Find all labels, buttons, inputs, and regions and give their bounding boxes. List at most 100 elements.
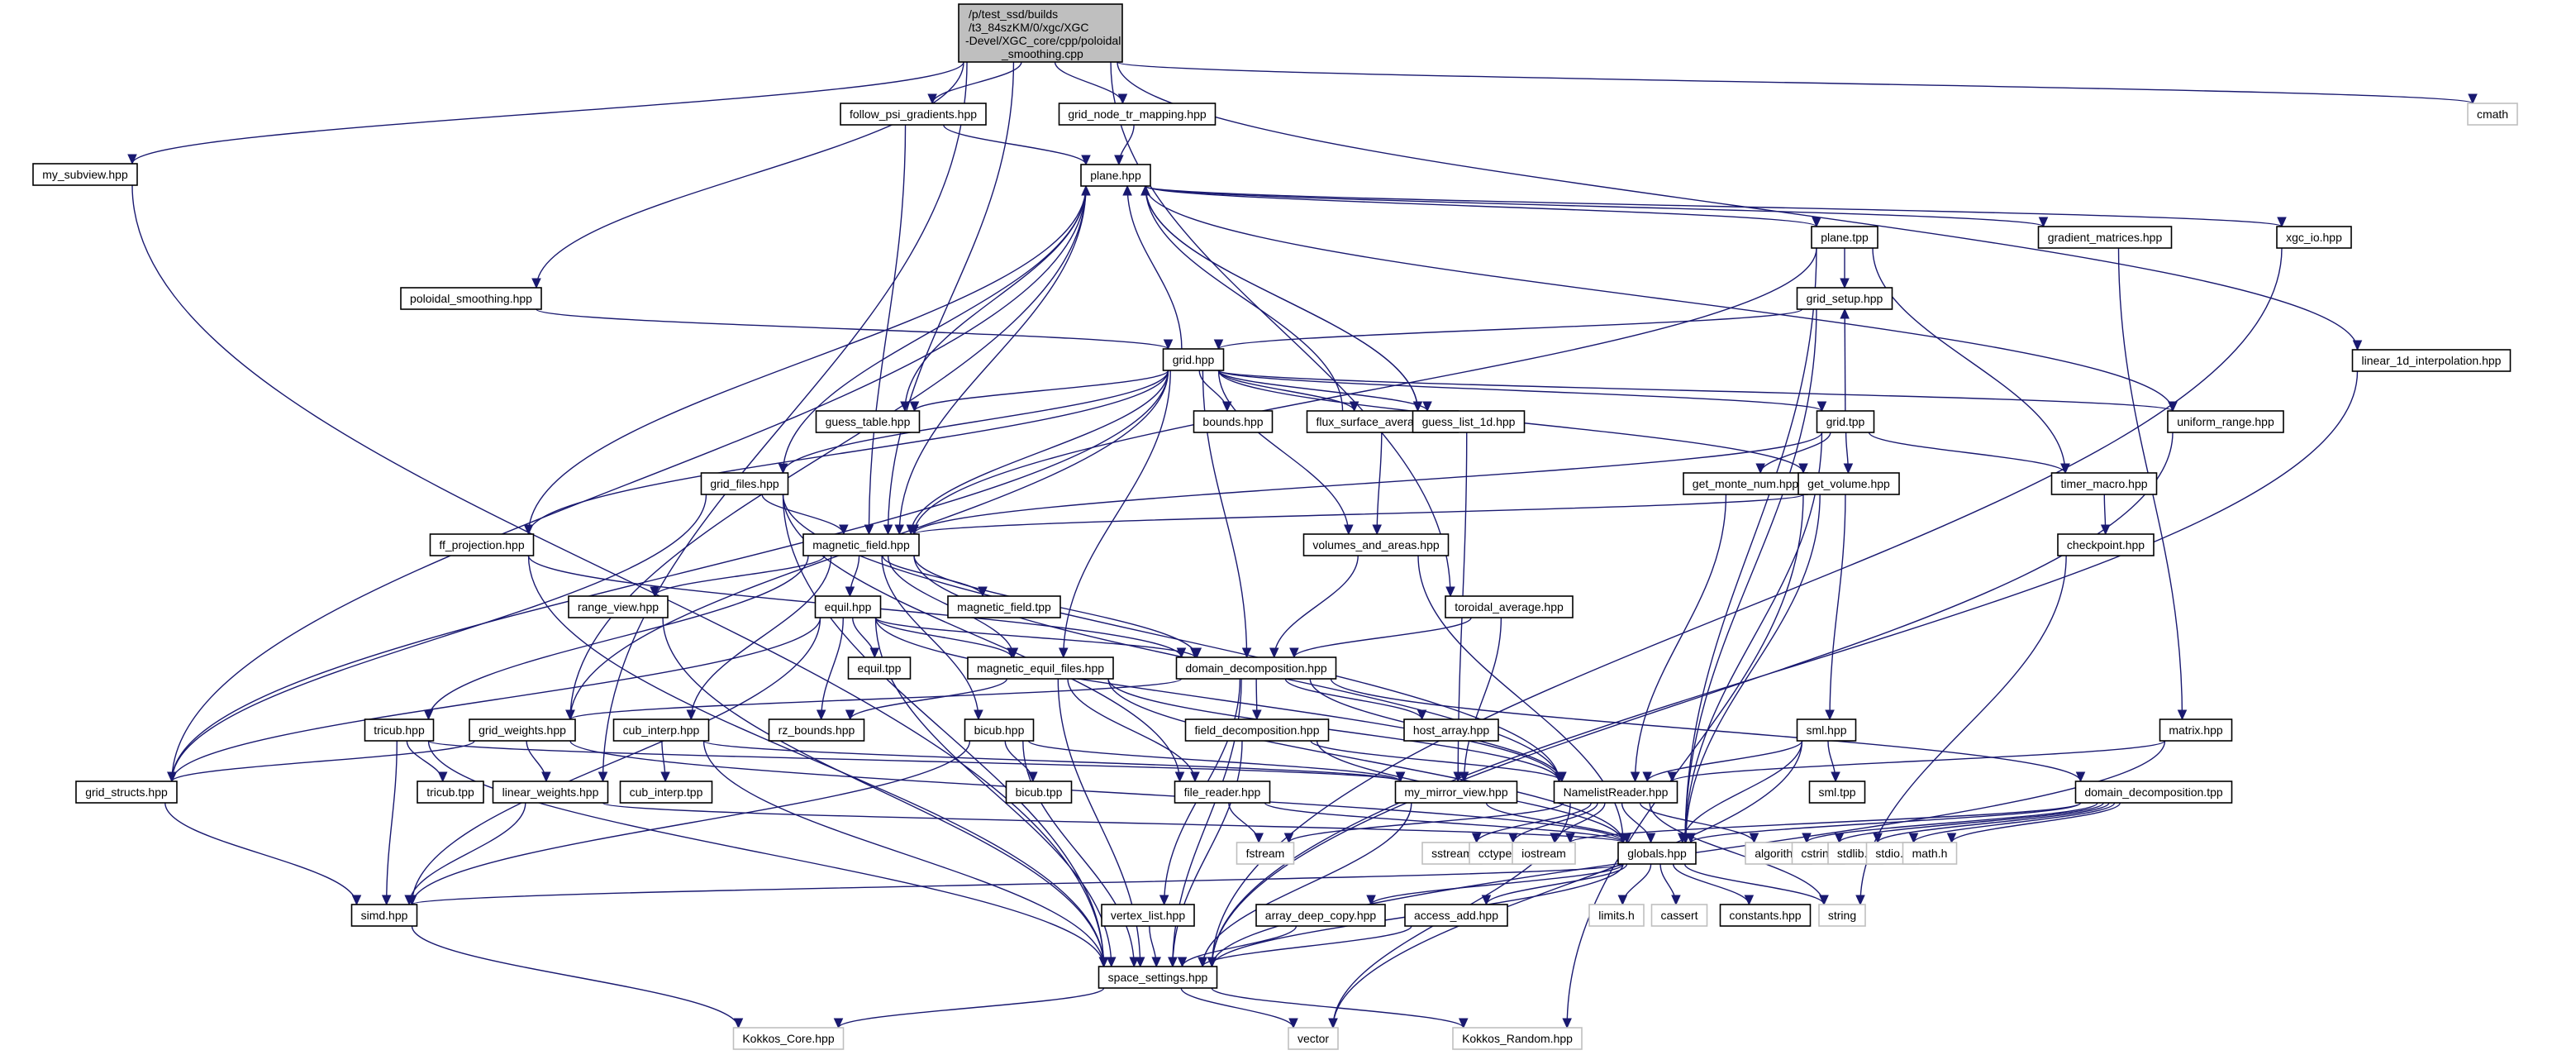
node-matrix-hpp[interactable]: matrix.hpp <box>2159 718 2233 742</box>
arrowhead-icon <box>1168 957 1178 968</box>
arrowhead-icon <box>1686 833 1696 844</box>
arrowhead-icon <box>839 524 849 536</box>
node-grid-weights[interactable]: grid_weights.hpp <box>469 718 576 742</box>
node-box <box>1796 287 1893 310</box>
node-label: grid_files.hpp <box>710 477 779 490</box>
node-guess-table[interactable]: guess_table.hpp <box>815 410 921 433</box>
node-label: magnetic_field.tpp <box>957 600 1051 613</box>
node-cmath[interactable]: cmath <box>2467 103 2518 126</box>
edge-grid-files-to-grid-structs <box>171 494 707 782</box>
node-magnetic-field-tpp[interactable]: magnetic_field.tpp <box>947 595 1061 618</box>
node-iostream[interactable]: iostream <box>1512 842 1576 865</box>
node-linear-weights[interactable]: linear_weights.hpp <box>492 781 609 804</box>
node-math-h[interactable]: math.h <box>1902 842 1958 865</box>
node-grid-hpp[interactable]: grid.hpp <box>1162 348 1225 371</box>
node-tricub-hpp[interactable]: tricub.hpp <box>364 718 435 742</box>
arrowhead-icon <box>1840 278 1850 289</box>
node-grid-structs[interactable]: grid_structs.hpp <box>75 781 178 804</box>
node-tricub-tpp[interactable]: tricub.tpp <box>417 781 484 804</box>
node-grid-setup[interactable]: grid_setup.hpp <box>1796 287 1893 310</box>
node-access-add[interactable]: access_add.hpp <box>1404 904 1508 927</box>
node-checkpoint[interactable]: checkpoint.hpp <box>2057 533 2155 556</box>
edge-get-volume-to-kokkos-random <box>1566 494 1804 1029</box>
node-guess-list-1d[interactable]: guess_list_1d.hpp <box>1412 410 1526 433</box>
arrowhead-icon <box>1445 586 1455 598</box>
node-toroidal-average[interactable]: toroidal_average.hpp <box>1445 595 1574 618</box>
arrowhead-icon <box>1269 647 1279 659</box>
arrowhead-icon <box>909 401 920 413</box>
node-volumes-and-areas[interactable]: volumes_and_areas.hpp <box>1302 533 1450 556</box>
node-globals[interactable]: globals.hpp <box>1617 842 1697 865</box>
node-domain-decomposition-tpp[interactable]: domain_decomposition.tpp <box>2074 781 2233 804</box>
node-gradient-matrices[interactable]: gradient_matrices.hpp <box>2037 226 2173 249</box>
arrowhead-icon <box>1328 1018 1338 1029</box>
node-limits-h[interactable]: limits.h <box>1588 904 1645 927</box>
edge-magnetic-equil-files-to-rz-bounds <box>849 678 1008 720</box>
node-grid-tpp[interactable]: grid.tpp <box>1816 410 1875 433</box>
node-box <box>1588 904 1645 927</box>
node-fstream[interactable]: fstream <box>1236 842 1295 865</box>
node-box <box>1162 348 1225 371</box>
node-label: sml.tpp <box>1818 785 1855 799</box>
node-sml-hpp[interactable]: sml.hpp <box>1796 718 1857 742</box>
node-rz-bounds[interactable]: rz_bounds.hpp <box>768 718 865 742</box>
node-xgc-io[interactable]: xgc_io.hpp <box>2276 226 2352 249</box>
edge-flux-surface-to-volumes-and-areas <box>1376 432 1383 535</box>
node-timer-macro[interactable]: timer_macro.hpp <box>2050 472 2158 495</box>
node-my-subview[interactable]: my_subview.hpp <box>32 163 138 186</box>
node-bicub-tpp[interactable]: bicub.tpp <box>1005 781 1073 804</box>
node-domain-decomposition-hpp[interactable]: domain_decomposition.hpp <box>1175 656 1337 680</box>
node-grid-files[interactable]: grid_files.hpp <box>700 472 789 495</box>
node-label: grid.hpp <box>1173 353 1215 366</box>
node-array-deep-copy[interactable]: array_deep_copy.hpp <box>1255 904 1386 927</box>
node-my-mirror-view[interactable]: my_mirror_view.hpp <box>1394 781 1518 804</box>
node-space-settings[interactable]: space_settings.hpp <box>1098 966 1218 989</box>
node-uniform-range[interactable]: uniform_range.hpp <box>2167 410 2284 433</box>
node-cub-interp-hpp[interactable]: cub_interp.hpp <box>612 718 710 742</box>
node-bicub-hpp[interactable]: bicub.hpp <box>964 718 1035 742</box>
node-simd[interactable]: simd.hpp <box>350 904 418 927</box>
node-field-decomposition[interactable]: field_decomposition.hpp <box>1184 718 1330 742</box>
node-poloidal-smoothing-hpp[interactable]: poloidal_smoothing.hpp <box>400 287 542 310</box>
node-equil-tpp[interactable]: equil.tpp <box>847 656 912 680</box>
node-plane-tpp[interactable]: plane.tpp <box>1811 226 1878 249</box>
node-cassert[interactable]: cassert <box>1650 904 1708 927</box>
node-sml-tpp[interactable]: sml.tpp <box>1808 781 1866 804</box>
node-magnetic-equil-files[interactable]: magnetic_equil_files.hpp <box>967 656 1114 680</box>
node-grid-node-tr[interactable]: grid_node_tr_mapping.hpp <box>1058 103 1217 126</box>
node-constants[interactable]: constants.hpp <box>1719 904 1812 927</box>
arrowhead-icon <box>351 895 362 906</box>
node-get-monte-num[interactable]: get_monte_num.hpp <box>1683 472 1808 495</box>
node-label: algorithm <box>1755 847 1802 860</box>
node-bounds[interactable]: bounds.hpp <box>1193 410 1274 433</box>
node-linear-1d[interactable]: linear_1d_interpolation.hpp <box>2351 349 2512 372</box>
node-magnetic-field-hpp[interactable]: magnetic_field.hpp <box>802 533 920 556</box>
node-equil-hpp[interactable]: equil.hpp <box>814 595 882 618</box>
node-vertex-list[interactable]: vertex_list.hpp <box>1101 904 1195 927</box>
node-plane-hpp[interactable]: plane.hpp <box>1080 164 1151 187</box>
node-range-view[interactable]: range_view.hpp <box>568 595 669 618</box>
node-get-volume[interactable]: get_volume.hpp <box>1797 472 1900 495</box>
node-label: cassert <box>1660 909 1697 922</box>
node-kokkos-random[interactable]: Kokkos_Random.hpp <box>1452 1027 1583 1050</box>
node-file-reader[interactable]: file_reader.hpp <box>1174 781 1271 804</box>
root-node[interactable]: /p/test_ssd/builds /t3_84szKM/0/xgc/XGC … <box>958 3 1123 63</box>
arrowhead-icon <box>598 771 608 783</box>
edge-grid-setup-to-grid-hpp <box>1217 308 1803 350</box>
node-ff-projection[interactable]: ff_projection.hpp <box>429 533 535 556</box>
node-box <box>1058 103 1217 126</box>
node-label: my_mirror_view.hpp <box>1404 785 1507 799</box>
node-namelist-reader[interactable]: NamelistReader.hpp <box>1553 781 1678 804</box>
node-cub-interp-tpp[interactable]: cub_interp.tpp <box>619 781 713 804</box>
node-label: math.h <box>1912 847 1948 860</box>
node-kokkos-core[interactable]: Kokkos_Core.hpp <box>732 1027 845 1050</box>
node-string[interactable]: string <box>1818 904 1866 927</box>
edge-grid-tpp-to-timer-macro <box>1868 432 2066 474</box>
arrowhead-icon <box>650 586 659 598</box>
node-host-array[interactable]: host_array.hpp <box>1403 718 1499 742</box>
arrowhead-icon <box>1081 184 1091 196</box>
node-label: grid_node_tr_mapping.hpp <box>1068 107 1207 121</box>
arrowhead-icon <box>1873 833 1883 844</box>
node-vector[interactable]: vector <box>1288 1027 1339 1050</box>
node-follow-psi[interactable]: follow_psi_gradients.hpp <box>840 103 987 126</box>
